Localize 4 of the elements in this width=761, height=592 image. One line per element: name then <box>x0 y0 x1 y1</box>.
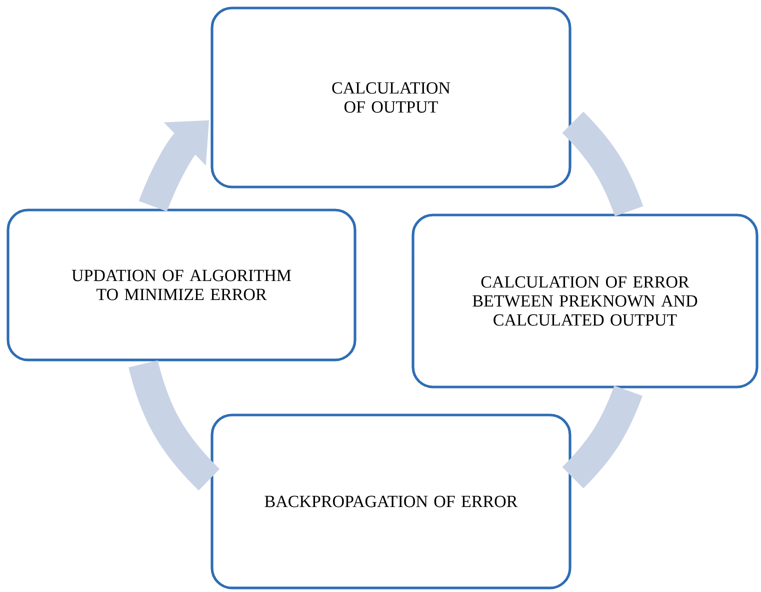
process-box: UPDATION OF ALGORITHM TO MINIMIZE ERROR <box>6 208 356 362</box>
process-box: BACKPROPAGATION OF ERROR <box>210 414 572 590</box>
process-box: CALCULATION OF OUTPUT <box>210 6 572 188</box>
process-box: CALCULATION OF ERROR BETWEEN PREKNOWN AND CALCULATED OUTPUT <box>412 214 758 388</box>
